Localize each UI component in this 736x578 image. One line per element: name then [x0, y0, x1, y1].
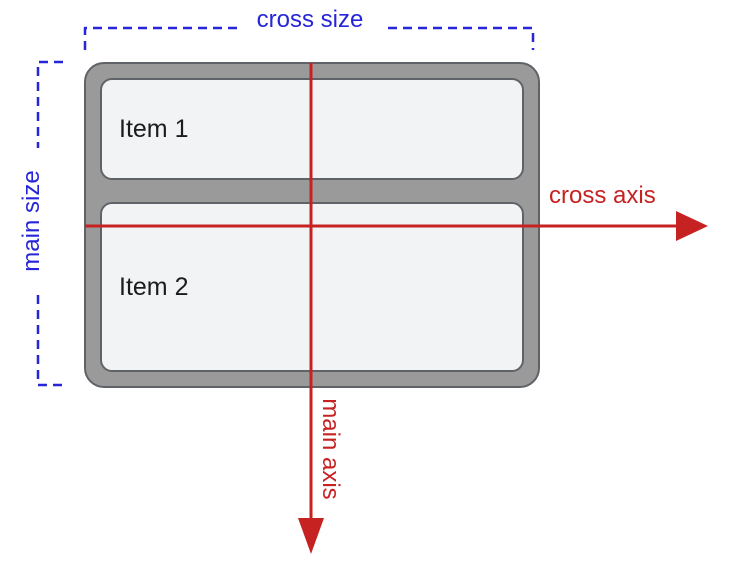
- cross-axis-arrowhead: [676, 211, 708, 241]
- flex-container: Item 1 Item 2: [84, 62, 540, 388]
- main-axis-arrowhead: [298, 518, 324, 554]
- main-size-label: main size: [17, 170, 45, 272]
- flex-item-2-label: Item 2: [119, 272, 189, 301]
- main-size-bracket-bottom: [36, 295, 63, 387]
- cross-size-bracket-left: [83, 26, 243, 50]
- main-axis-label: main axis: [317, 398, 345, 500]
- main-size-bracket-top: [36, 60, 63, 148]
- cross-axis-label: cross axis: [549, 182, 656, 209]
- cross-size-label: cross size: [256, 6, 364, 33]
- flex-item-1-label: Item 1: [119, 114, 189, 143]
- cross-size-bracket-right: [388, 26, 535, 50]
- flex-item-1: Item 1: [100, 78, 524, 180]
- flex-item-2: Item 2: [100, 202, 524, 372]
